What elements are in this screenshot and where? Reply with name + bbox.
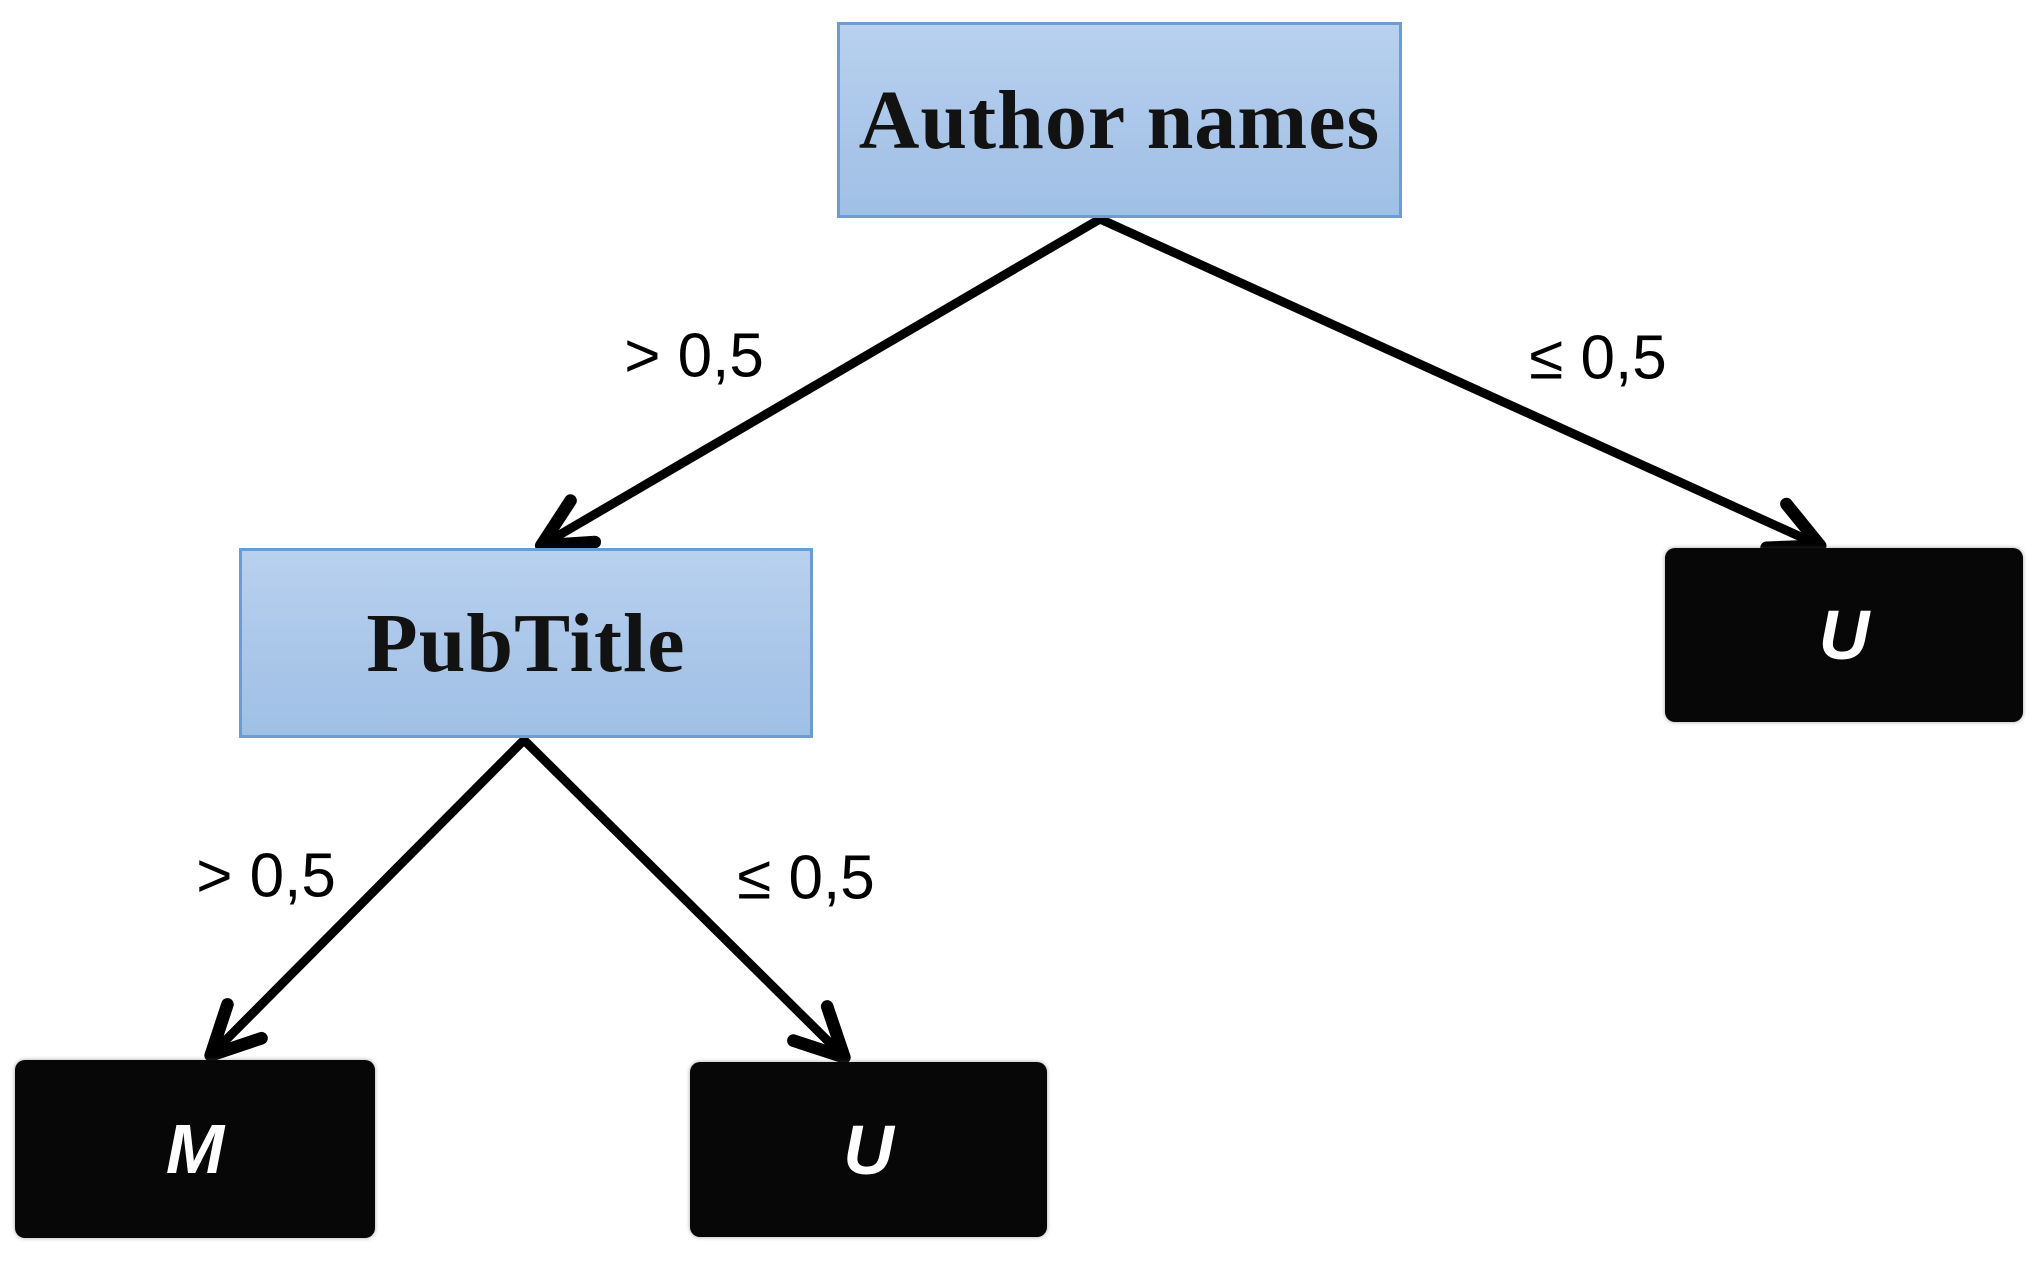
node-pubtitle-label: PubTitle bbox=[366, 596, 686, 690]
leaf-node-m-label: M bbox=[165, 1110, 225, 1188]
leaf-node-u-right: U bbox=[1665, 548, 2023, 722]
leaf-node-u-middle-label: U bbox=[843, 1110, 894, 1189]
node-pubtitle: PubTitle bbox=[239, 548, 813, 738]
node-author-names: Author names bbox=[837, 22, 1402, 218]
leaf-node-u-right-label: U bbox=[1818, 596, 1870, 674]
edge-label-pubtitle-left: > 0,5 bbox=[196, 841, 336, 911]
edge-root-to-right-u-line bbox=[1095, 214, 1827, 555]
edge-label-root-left: > 0,5 bbox=[624, 321, 764, 391]
edge-label-root-right: ≤ 0,5 bbox=[1529, 323, 1667, 393]
edge-label-pubtitle-right: ≤ 0,5 bbox=[737, 843, 875, 913]
leaf-node-u-middle: U bbox=[690, 1062, 1047, 1237]
leaf-node-m: M bbox=[15, 1060, 375, 1238]
node-author-names-label: Author names bbox=[858, 73, 1381, 167]
